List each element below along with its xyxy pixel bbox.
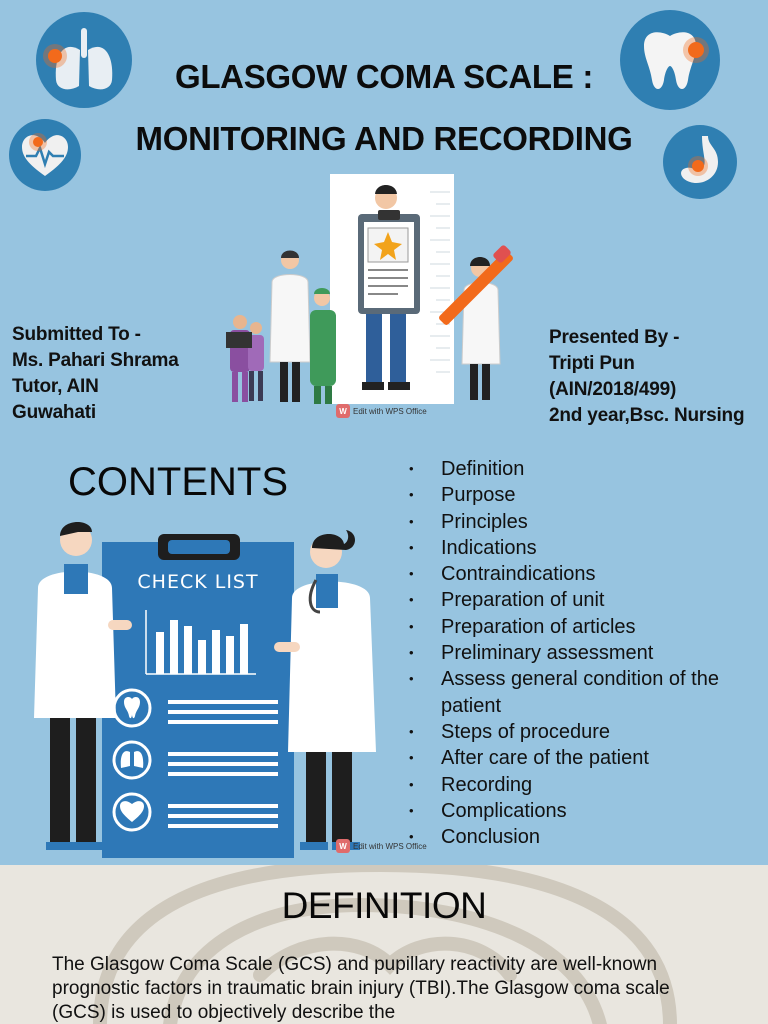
wps-logo-icon: W	[336, 839, 350, 853]
definition-paragraph: The Glasgow Coma Scale (GCS) and pupilla…	[52, 954, 670, 1023]
submitted-to-place: Guwahati	[12, 402, 96, 423]
list-item: Assess general condition of the patient	[406, 666, 731, 719]
presented-by-label: Presented By -	[549, 327, 680, 348]
lungs-icon	[36, 12, 132, 108]
list-item: Definition	[406, 456, 731, 483]
submitted-to-block: Submitted To - Ms. Pahari Shrama Tutor, …	[12, 322, 179, 426]
contents-slide: CONTENTS CHECK LIST	[0, 440, 768, 865]
tooth-icon	[620, 10, 720, 110]
definition-heading: DEFINITION	[281, 885, 487, 926]
submitted-to-label: Submitted To -	[12, 324, 141, 345]
list-item: Preliminary assessment	[406, 640, 731, 667]
list-item: After care of the patient	[406, 745, 731, 772]
submitted-to-role: Tutor, AIN	[12, 376, 99, 397]
presented-by-course: 2nd year,Bsc. Nursing	[549, 405, 745, 426]
wps-watermark: W Edit with WPS Office	[336, 839, 427, 853]
list-item: Conclusion	[406, 824, 731, 851]
page-title-line-1: GLASGOW COMA SCALE :	[174, 58, 594, 95]
doctors-chart-illustration	[226, 174, 513, 404]
presented-by-id: (AIN/2018/499)	[549, 379, 677, 400]
submitted-to-name: Ms. Pahari Shrama	[12, 350, 179, 371]
contents-heading: CONTENTS	[68, 460, 288, 504]
title-slide: GLASGOW COMA SCALE : MONITORING AND RECO…	[0, 0, 768, 440]
checklist-illustration: CHECK LIST	[34, 521, 376, 858]
presented-by-block: Presented By - Tripti Pun (AIN/2018/499)…	[549, 325, 745, 429]
checklist-label: CHECK LIST	[137, 571, 258, 593]
wps-logo-icon: W	[336, 404, 350, 418]
list-item: Indications	[406, 535, 731, 562]
wps-watermark: W Edit with WPS Office	[336, 404, 427, 418]
definition-slide: DEFINITION The Glasgow Coma Scale (GCS) …	[0, 865, 768, 1024]
stomach-icon	[663, 125, 737, 199]
brain-outline-background	[93, 865, 677, 1024]
heart-icon	[9, 119, 81, 191]
presented-by-name: Tripti Pun	[549, 353, 635, 374]
list-item: Recording	[406, 772, 731, 799]
list-item: Complications	[406, 798, 731, 825]
list-item: Principles	[406, 509, 731, 536]
list-item: Contraindications	[406, 561, 731, 588]
page-title-line-2: MONITORING AND RECORDING	[135, 120, 633, 157]
list-item: Purpose	[406, 482, 731, 509]
list-item: Preparation of unit	[406, 587, 731, 614]
list-item: Steps of procedure	[406, 719, 731, 746]
list-item: Preparation of articles	[406, 614, 731, 641]
contents-list: Definition Purpose Principles Indication…	[406, 456, 731, 851]
